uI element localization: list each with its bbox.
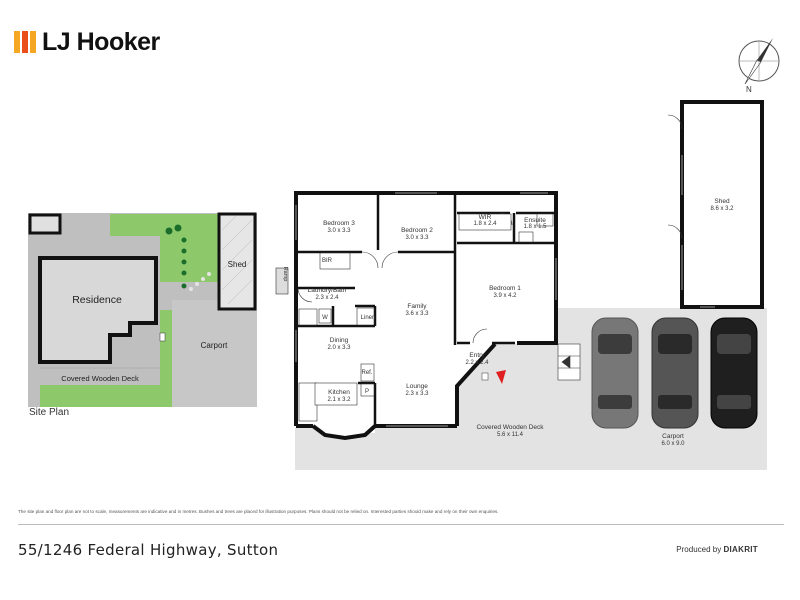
car-icon <box>591 317 758 429</box>
room-dims-wir: 1.8 x 2.4 <box>473 221 497 227</box>
room-dims-bedroom-1: 3.9 x 4.2 <box>493 293 517 299</box>
room-dims-bedroom-2: 3.0 x 3.3 <box>405 235 429 241</box>
compass-north-label: N <box>746 85 752 94</box>
room-name-family: Family <box>407 303 427 310</box>
ramp-label: Ramp <box>282 267 288 282</box>
producer-name: DIAKRIT <box>723 545 758 554</box>
linen-label: Linen <box>361 315 376 321</box>
room-name-bedroom-1: Bedroom 1 <box>489 285 521 292</box>
brand-mark-icon <box>14 31 36 53</box>
room-dims-family: 3.6 x 3.3 <box>405 311 429 317</box>
ref-label: Ref. <box>361 370 372 376</box>
producer-credit: Produced by DIAKRIT <box>676 545 758 554</box>
brand-name: LJ Hooker <box>42 27 160 56</box>
room-dims-shed: 8.6 x 3.2 <box>710 206 734 212</box>
room-dims-deck: 5.6 x 11.4 <box>497 432 524 438</box>
site-carport-label: Carport <box>201 341 228 350</box>
you-are-here-icon <box>496 370 506 384</box>
tree-icon <box>165 224 187 289</box>
room-name-kitchen: Kitchen <box>328 389 350 396</box>
room-dims-dining: 2.0 x 3.3 <box>327 345 351 351</box>
room-name-entry: Entry <box>469 352 485 359</box>
producer-prefix: Produced by <box>676 545 722 554</box>
room-name-wir: WIR <box>479 214 492 221</box>
room-dims-ensuite: 1.8 x 1.5 <box>523 224 547 230</box>
room-dims-lounge: 2.3 x 3.3 <box>405 391 429 397</box>
room-name-bedroom-3: Bedroom 3 <box>323 220 355 227</box>
room-name-shed: Shed <box>714 198 730 205</box>
room-dims-entry: 2.2 x 2.4 <box>465 360 489 366</box>
site-plan: Residence Shed Carport Covered Wooden De… <box>28 212 257 407</box>
room-name-ensuite: Ensuite <box>524 217 546 224</box>
room-name-carport: Carport <box>662 433 684 440</box>
brand-logo: LJ Hooker <box>14 28 160 56</box>
room-dims-bedroom-3: 3.0 x 3.3 <box>327 228 351 234</box>
disclaimer-text: The site plan and floor plan are not to … <box>18 509 499 514</box>
room-name-deck: Covered Wooden Deck <box>476 424 544 431</box>
floor-plan: Bedroom 3 3.0 x 3.3 Bedroom 2 3.0 x 3.3 … <box>275 100 767 470</box>
room-dims-carport: 6.0 x 9.0 <box>661 441 685 447</box>
site-deck-label: Covered Wooden Deck <box>61 374 139 383</box>
pantry-label: P <box>365 389 369 395</box>
site-plan-caption: Site Plan <box>29 407 70 418</box>
room-name-laundry-bath: Laundry/Bath <box>308 287 347 294</box>
site-residence-label: Residence <box>72 294 122 306</box>
room-name-lounge: Lounge <box>406 383 428 390</box>
room-dims-laundry-bath: 2.3 x 2.4 <box>315 295 339 301</box>
room-dims-kitchen: 2.1 x 3.2 <box>327 397 351 403</box>
property-address: 55/1246 Federal Highway, Sutton <box>18 541 279 559</box>
washer-label: W <box>322 315 328 321</box>
bir-label: BIR <box>322 258 333 264</box>
divider <box>18 524 784 525</box>
compass: N <box>738 38 780 94</box>
site-shed-label: Shed <box>228 260 247 269</box>
room-name-dining: Dining <box>330 337 349 344</box>
room-name-bedroom-2: Bedroom 2 <box>401 227 433 234</box>
